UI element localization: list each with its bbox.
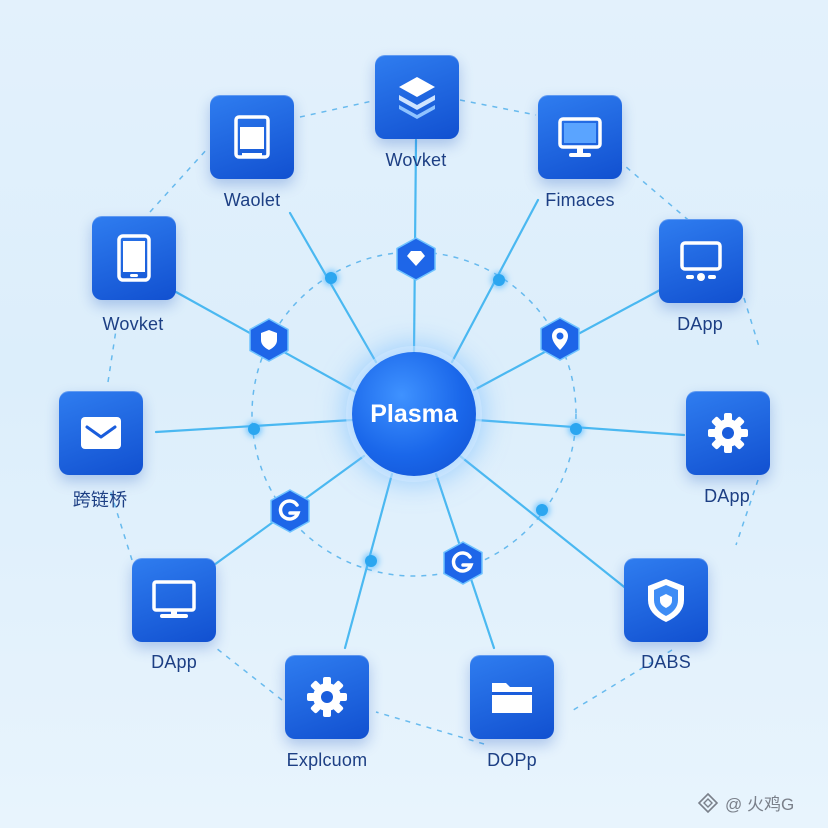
node-fimaces[interactable]: [538, 95, 622, 179]
hex-pin-node[interactable]: [537, 316, 583, 362]
diamond-logo-icon: [697, 792, 719, 813]
node-bridge[interactable]: [59, 391, 143, 475]
node-label: Explcuom: [286, 750, 368, 770]
watermark-text: @ 火鸡G: [725, 795, 795, 814]
link-n11: [288, 211, 378, 364]
shield-icon: [648, 579, 684, 622]
hex-diamond-node[interactable]: [393, 236, 439, 282]
node-dabs[interactable]: [624, 558, 708, 642]
node-label: Fimaces: [545, 190, 615, 210]
wallet-icon: [234, 115, 270, 159]
outer-ring: [107, 99, 761, 745]
node-label: Waolet: [223, 190, 281, 210]
g-letter-icon: [278, 499, 301, 521]
shield-icon: [261, 330, 277, 350]
diamond-icon: [407, 251, 425, 266]
g-letter-icon: [451, 551, 474, 573]
link-n5: [458, 454, 630, 592]
relay-dot: [365, 555, 377, 567]
node-label: DABS: [641, 652, 691, 672]
node-wovket-top[interactable]: [375, 55, 459, 139]
desktop-icon: [152, 580, 196, 618]
monitor-icon: [558, 117, 602, 157]
node-dapp-right-top[interactable]: [659, 219, 743, 303]
envelope-icon: [81, 417, 121, 449]
node-label: DApp: [677, 314, 723, 334]
gear-icon: [307, 677, 347, 717]
stack-icon: [399, 77, 435, 119]
hex-g-node[interactable]: [440, 540, 486, 586]
node-label: Wovket: [385, 150, 447, 170]
node-label: DApp: [704, 486, 750, 506]
relay-dot: [536, 504, 548, 516]
node-label: DOPp: [487, 750, 537, 770]
hex-shield-node[interactable]: [246, 317, 292, 363]
node-label: Wovket: [102, 314, 164, 334]
node-explcuom[interactable]: [285, 655, 369, 739]
node-label: 跨链桥: [72, 490, 128, 510]
display-icon: [680, 241, 722, 281]
node-waolet[interactable]: [210, 95, 294, 179]
watermark: @ 火鸡G: [697, 790, 794, 815]
tablet-icon: [117, 234, 151, 282]
relay-dot: [248, 423, 260, 435]
location-pin-icon: [552, 328, 568, 350]
node-dapp-left[interactable]: [132, 558, 216, 642]
gear-icon: [708, 413, 748, 453]
node-label: DApp: [151, 652, 197, 672]
hex-g-node[interactable]: [267, 488, 313, 534]
node-dapp-right[interactable]: [686, 391, 770, 475]
plasma-hub[interactable]: Plasma: [352, 352, 476, 476]
node-dopp[interactable]: [470, 655, 554, 739]
relay-dot: [325, 272, 337, 284]
relay-dot: [570, 423, 582, 435]
hub-label: Plasma: [370, 399, 458, 428]
folder-icon: [492, 683, 532, 713]
node-wovket-left[interactable]: [92, 216, 176, 300]
relay-dot: [493, 274, 505, 286]
